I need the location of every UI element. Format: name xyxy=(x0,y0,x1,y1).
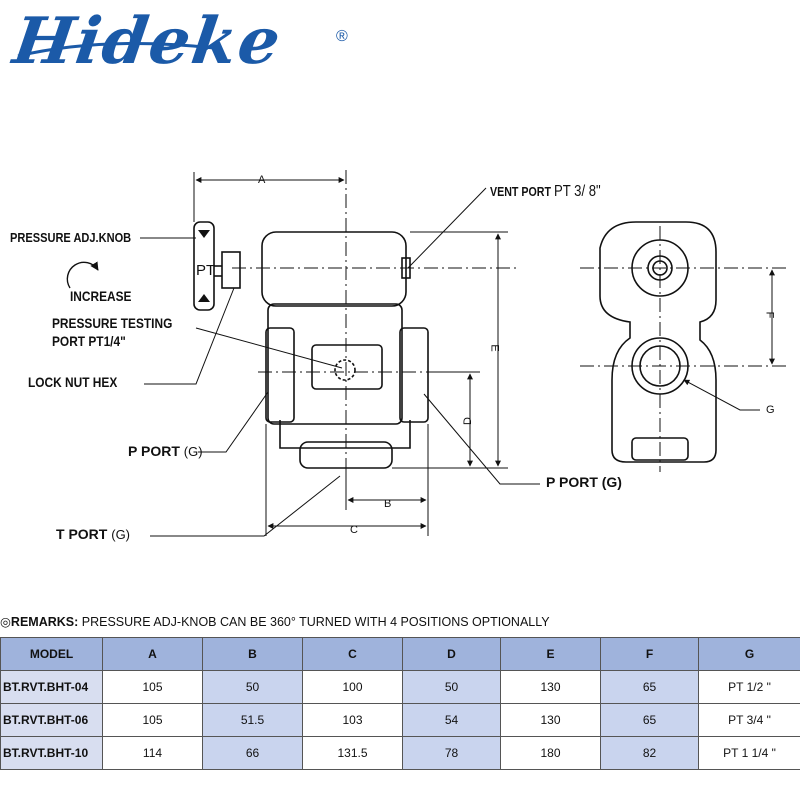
spec-table: MODEL A B C D E F G BT.RVT.BHT-04 105 50… xyxy=(0,637,800,770)
cell-f: 65 xyxy=(600,670,699,704)
right-flange xyxy=(399,327,429,423)
valve-body xyxy=(267,303,403,425)
cell-b: 51.5 xyxy=(202,703,303,737)
cell-g: PT 1 1/4 " xyxy=(698,736,800,770)
leader-testing xyxy=(195,327,343,369)
dim-e-label: E xyxy=(488,344,501,352)
remarks-text: PRESSURE ADJ-KNOB CAN BE 360° TURNED WIT… xyxy=(81,615,550,629)
testing-port-hole xyxy=(334,359,356,381)
valve-drawing xyxy=(66,170,790,537)
cell-f: 82 xyxy=(600,736,699,770)
p-port-left-g: (G) xyxy=(183,444,203,459)
header-b: B xyxy=(202,637,303,671)
remarks-label: REMARKS: xyxy=(10,615,79,629)
p-port-left-label: P PORT (G) xyxy=(128,443,203,459)
cell-model: BT.RVT.BHT-04 xyxy=(0,670,103,704)
lock-nut xyxy=(221,251,241,289)
cell-d: 78 xyxy=(402,736,501,770)
pressure-adj-knob-label: PRESSURE ADJ.KNOB xyxy=(10,230,132,245)
vent-port-size: PT 3/ 8" xyxy=(553,183,601,200)
brand-logo: Hideke ® xyxy=(9,4,348,84)
header-c: C xyxy=(302,637,403,671)
t-port-label: T PORT (G) xyxy=(56,526,130,542)
leader-g xyxy=(683,379,760,411)
header-e: E xyxy=(500,637,601,671)
leader-lock-nut xyxy=(144,287,235,385)
cell-a: 105 xyxy=(102,703,203,737)
cell-b: 50 xyxy=(202,670,303,704)
cell-d: 54 xyxy=(402,703,501,737)
pressure-testing-label-2: PORT PT1/4" xyxy=(52,333,126,349)
leader-p-right xyxy=(423,393,540,485)
cell-c: 100 xyxy=(302,670,403,704)
cell-a: 114 xyxy=(102,736,203,770)
table-header-row: MODEL A B C D E F G xyxy=(0,637,800,671)
dim-a-label: A xyxy=(258,174,266,186)
vent-port-prefix: VENT PORT xyxy=(490,184,552,199)
cell-e: 130 xyxy=(500,703,601,737)
header-g: G xyxy=(698,637,800,671)
cell-model: BT.RVT.BHT-06 xyxy=(0,703,103,737)
cell-g: PT 3/4 " xyxy=(698,703,800,737)
dim-c-label: C xyxy=(350,524,358,536)
cell-c: 103 xyxy=(302,703,403,737)
lower-body xyxy=(279,420,411,449)
p-port-right-label: P PORT (G) xyxy=(546,474,622,490)
leader-vent xyxy=(407,187,487,269)
table-row: BT.RVT.BHT-04 105 50 100 50 130 65 PT 1/… xyxy=(0,670,800,704)
testing-port-window xyxy=(311,344,383,390)
p-port-left-text: P PORT xyxy=(128,443,180,459)
leader-p-left xyxy=(198,391,269,453)
table-row: BT.RVT.BHT-10 114 66 131.5 78 180 82 PT … xyxy=(0,736,800,770)
cell-b: 66 xyxy=(202,736,303,770)
header-model: MODEL xyxy=(0,637,103,671)
dim-f-label: F xyxy=(763,311,776,319)
header-d: D xyxy=(402,637,501,671)
cell-c: 131.5 xyxy=(302,736,403,770)
remarks-line: ◎REMARKS: PRESSURE ADJ-KNOB CAN BE 360° … xyxy=(0,614,550,629)
t-port-g: (G) xyxy=(111,527,131,542)
lock-nut-hex-label: LOCK NUT HEX xyxy=(28,374,118,390)
valve-cap xyxy=(261,231,407,307)
cell-e: 130 xyxy=(500,670,601,704)
remarks-circle-icon: ◎ xyxy=(0,615,11,629)
increase-label: INCREASE xyxy=(70,288,132,304)
dim-d-label: D xyxy=(461,417,474,425)
header-f: F xyxy=(600,637,699,671)
t-port-text: T PORT xyxy=(56,526,108,542)
cell-model: BT.RVT.BHT-10 xyxy=(0,736,103,770)
increase-arrow xyxy=(66,261,99,289)
pt-label: PT xyxy=(196,262,216,279)
left-flange xyxy=(265,327,295,423)
cell-e: 180 xyxy=(500,736,601,770)
front-view-body xyxy=(599,221,717,463)
cell-a: 105 xyxy=(102,670,203,704)
cell-g: PT 1/2 " xyxy=(698,670,800,704)
pressure-testing-label-1: PRESSURE TESTING xyxy=(52,315,173,331)
vent-port-label: VENT PORT PT 3/ 8" xyxy=(490,183,601,201)
leader-t-port xyxy=(150,475,341,537)
dim-g-label: G xyxy=(766,404,775,416)
table-row: BT.RVT.BHT-06 105 51.5 103 54 130 65 PT … xyxy=(0,703,800,737)
cell-d: 50 xyxy=(402,670,501,704)
cell-f: 65 xyxy=(600,703,699,737)
dim-b-label: B xyxy=(384,498,392,510)
logo-swoosh xyxy=(17,42,215,58)
registered-mark: ® xyxy=(336,28,348,45)
header-a: A xyxy=(102,637,203,671)
